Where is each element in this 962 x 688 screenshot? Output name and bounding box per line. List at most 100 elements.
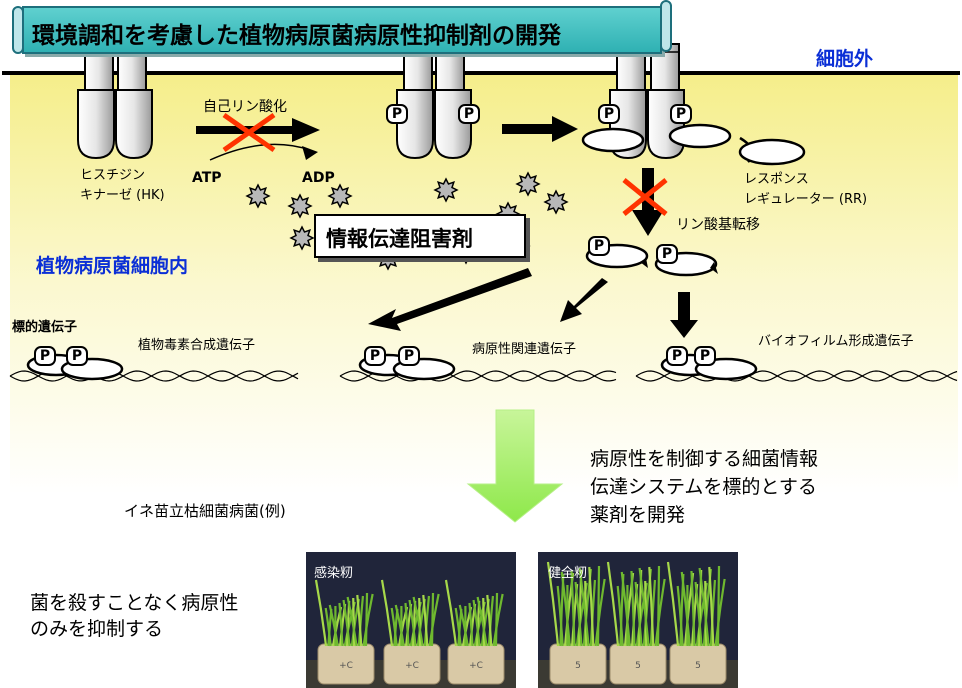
seedling-leaf xyxy=(694,581,703,647)
seedling-leaf xyxy=(546,561,560,647)
label-gene-toxin: 植物毒素合成遺伝子 xyxy=(138,338,256,353)
seedling-leaf xyxy=(394,604,405,647)
seedling-leaf xyxy=(630,570,636,647)
seedling-leaf xyxy=(698,567,710,647)
dna-strand xyxy=(635,370,958,382)
jar-label: +C xyxy=(339,661,353,671)
seedling-leaf xyxy=(458,604,469,647)
seedling-leaf xyxy=(342,599,351,647)
phospho-transfer-arrow xyxy=(622,168,668,236)
label-outside: 細胞外 xyxy=(816,48,874,70)
description-line1: 病原性を制御する細菌情報 xyxy=(590,448,819,470)
seedling-leaf xyxy=(654,578,666,647)
phosphate-badge: P xyxy=(364,346,386,366)
jar-label: 5 xyxy=(575,661,581,671)
scroll-left-icon xyxy=(12,6,24,54)
response-regulator-bound xyxy=(581,123,806,166)
phosphate-badge: P xyxy=(34,346,56,366)
phosphate-badge: P xyxy=(694,346,716,366)
photo-infected-label: 感染籾 xyxy=(314,566,354,581)
seedling-leaf xyxy=(680,571,691,647)
activation-arrow xyxy=(502,116,578,142)
title-banner: 環境調和を考慮した植物病原菌病原性抑制剤の開発 xyxy=(12,0,672,54)
cross-mark-1 xyxy=(222,112,276,153)
seedling-leaf xyxy=(714,578,726,647)
photo-healthy-label: 健全籾 xyxy=(548,566,588,581)
jar-label: 5 xyxy=(635,661,641,671)
inhibitor-molecule-icon xyxy=(245,183,271,209)
seedling-leaf xyxy=(454,607,462,647)
label-rr-line1: レスポンス xyxy=(744,172,809,187)
seedling-leaf xyxy=(423,595,431,647)
inhibitor-molecule-icon xyxy=(289,225,315,251)
label-phospho-transfer: リン酸基転移 xyxy=(676,217,760,233)
seedling-leaf xyxy=(656,565,661,647)
inhibitor-molecule-icon xyxy=(327,183,353,209)
inhibitor-molecule-icon xyxy=(515,171,541,197)
phosphate-badge: P xyxy=(656,244,678,264)
result-arrow xyxy=(466,409,564,523)
seedling-leaf xyxy=(404,602,410,647)
seedling-leaf xyxy=(648,566,655,647)
label-adp: ADP xyxy=(302,170,335,186)
seedling-leaf xyxy=(338,602,344,647)
regulation-arrows xyxy=(368,268,698,338)
dna-strand xyxy=(339,370,617,382)
label-autophos: 自己リン酸化 xyxy=(203,99,287,115)
summary-line2: のみを抑制する xyxy=(30,618,164,640)
jar-label: +C xyxy=(469,661,483,671)
seedling-leaf xyxy=(418,597,422,647)
seedling-leaf xyxy=(390,607,398,647)
seedling-leaf xyxy=(494,592,499,647)
seedling-leaf xyxy=(430,592,435,647)
seedling-leaf xyxy=(638,567,650,647)
seedling-leaf xyxy=(356,594,363,647)
phosphate-badge: P xyxy=(598,104,620,124)
inhibitor-molecule-icon xyxy=(543,189,569,215)
phosphate-badge: P xyxy=(670,104,692,124)
seedling-leaf xyxy=(666,561,680,647)
seedling-leaf xyxy=(574,581,583,647)
seedling-leaf xyxy=(362,593,374,647)
description-line2: 伝達システムを標的とする xyxy=(590,476,817,498)
seedling-leaf xyxy=(482,597,486,647)
seedling-leaf xyxy=(716,565,721,647)
page-title: 環境調和を考慮した植物病原菌病原性抑制剤の開発 xyxy=(32,23,561,49)
phosphate-badge: P xyxy=(398,346,420,366)
seedling-leaf xyxy=(428,593,440,647)
photo-infected: +C+C+C 感染籾 xyxy=(306,552,516,688)
label-gene-virulence: 病原性関連遺伝子 xyxy=(472,342,577,357)
seedling-leaf xyxy=(676,585,684,647)
phosphate-badge: P xyxy=(588,236,610,256)
autophosphorylation-arrow xyxy=(196,118,320,161)
phosphate-badge: P xyxy=(66,346,88,366)
label-hk-line2: キナーゼ (HK) xyxy=(80,188,165,203)
inhibitor-molecule-icon xyxy=(287,193,313,219)
seedling-leaf xyxy=(422,594,429,647)
seedling-leaf xyxy=(556,585,564,647)
seedling-leaf xyxy=(486,594,493,647)
seedling-leaf xyxy=(596,565,601,647)
seedling-leaf xyxy=(476,596,488,647)
seedling-leaf xyxy=(324,607,332,647)
seedling-leaf xyxy=(578,567,590,647)
inhibitor-box: 情報伝達阻害剤 xyxy=(314,214,526,258)
seedling-leaf xyxy=(634,581,643,647)
seedling-leaf xyxy=(346,596,358,647)
seedling-leaf xyxy=(412,596,424,647)
seedling-leaf xyxy=(570,570,576,647)
gene-bound-rr xyxy=(26,353,758,381)
seedling-leaf xyxy=(606,561,620,647)
seedling-leaf xyxy=(380,579,394,647)
seedling-leaf xyxy=(408,599,417,647)
phosphate-badge: P xyxy=(386,104,408,124)
seedling-leaf xyxy=(616,585,624,647)
seedling-leaf xyxy=(690,570,696,647)
seedling-leaf xyxy=(328,604,339,647)
seedling-leaf xyxy=(594,578,606,647)
inhibitor-label: 情報伝達阻害剤 xyxy=(326,227,473,251)
example-label: イネ苗立枯細菌病菌(例) xyxy=(124,502,286,520)
